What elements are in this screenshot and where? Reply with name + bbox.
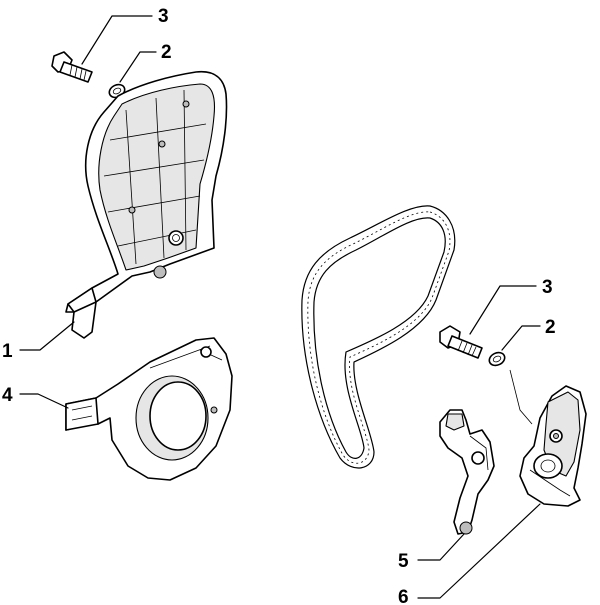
callout-3-lower: 3 bbox=[542, 277, 553, 298]
lower-timing-cover bbox=[65, 337, 233, 481]
callout-6: 6 bbox=[398, 587, 409, 605]
callout-1: 1 bbox=[2, 341, 13, 362]
leader-lines bbox=[19, 15, 541, 599]
bolt-part-lower bbox=[439, 325, 483, 359]
tensioner-bracket bbox=[439, 409, 495, 535]
timing-belt bbox=[301, 205, 456, 469]
bolt-part-top bbox=[51, 51, 93, 83]
callout-4: 4 bbox=[2, 385, 13, 406]
callout-2-lower: 2 bbox=[545, 317, 556, 338]
callout-labels: 3 2 1 4 3 2 5 6 bbox=[2, 6, 556, 605]
washer-part-lower bbox=[488, 351, 506, 367]
callout-3-top: 3 bbox=[158, 6, 169, 27]
tensioner-pulley-assembly bbox=[519, 385, 587, 507]
upper-timing-cover bbox=[65, 70, 228, 339]
callout-5: 5 bbox=[398, 551, 409, 572]
callout-2-top: 2 bbox=[161, 42, 172, 63]
assembly-guide-line bbox=[509, 369, 533, 425]
